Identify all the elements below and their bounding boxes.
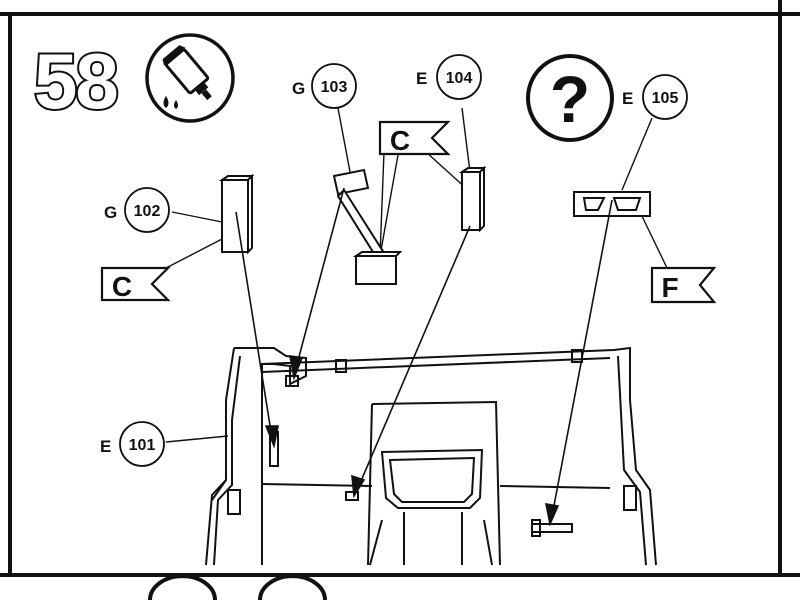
- callout-e104: E 104: [416, 54, 482, 100]
- question-mark-symbol: ?: [550, 62, 590, 136]
- sprue-flag-c-left: C: [100, 266, 171, 302]
- callout-e101: E 101: [100, 421, 165, 467]
- part-g102: [218, 173, 255, 255]
- callout-number: 102: [134, 203, 161, 220]
- callout-prefix: E: [100, 437, 111, 456]
- flag-letter: F: [661, 272, 678, 303]
- flag-letter: C: [390, 125, 410, 156]
- callout-prefix: G: [104, 203, 117, 222]
- callout-g103: G 103: [292, 63, 357, 109]
- panel-frame: [0, 0, 800, 577]
- assembly-arrows: [235, 187, 613, 527]
- question-mark-icon: ?: [526, 54, 614, 142]
- part-e104: [458, 165, 487, 233]
- callout-number: 103: [321, 79, 348, 96]
- part-g103: [332, 168, 403, 285]
- callout-number: 105: [652, 90, 679, 107]
- callout-prefix: E: [416, 69, 427, 88]
- glue-tube-icon: [145, 33, 235, 123]
- part-e101-body: [205, 346, 657, 566]
- sprue-flag-c-top: C: [378, 120, 451, 156]
- callout-prefix: G: [292, 79, 305, 98]
- next-step-preview: [148, 574, 327, 601]
- callout-prefix: E: [622, 89, 633, 108]
- step-number: 58: [34, 37, 117, 125]
- callout-number: 101: [129, 437, 156, 454]
- callout-g102: G 102: [104, 187, 170, 233]
- sprue-flag-f: F: [650, 266, 717, 304]
- leader-lines: [165, 107, 669, 443]
- callout-number: 104: [446, 70, 473, 87]
- flag-letter: C: [112, 271, 132, 302]
- callout-e105: E 105: [622, 74, 688, 120]
